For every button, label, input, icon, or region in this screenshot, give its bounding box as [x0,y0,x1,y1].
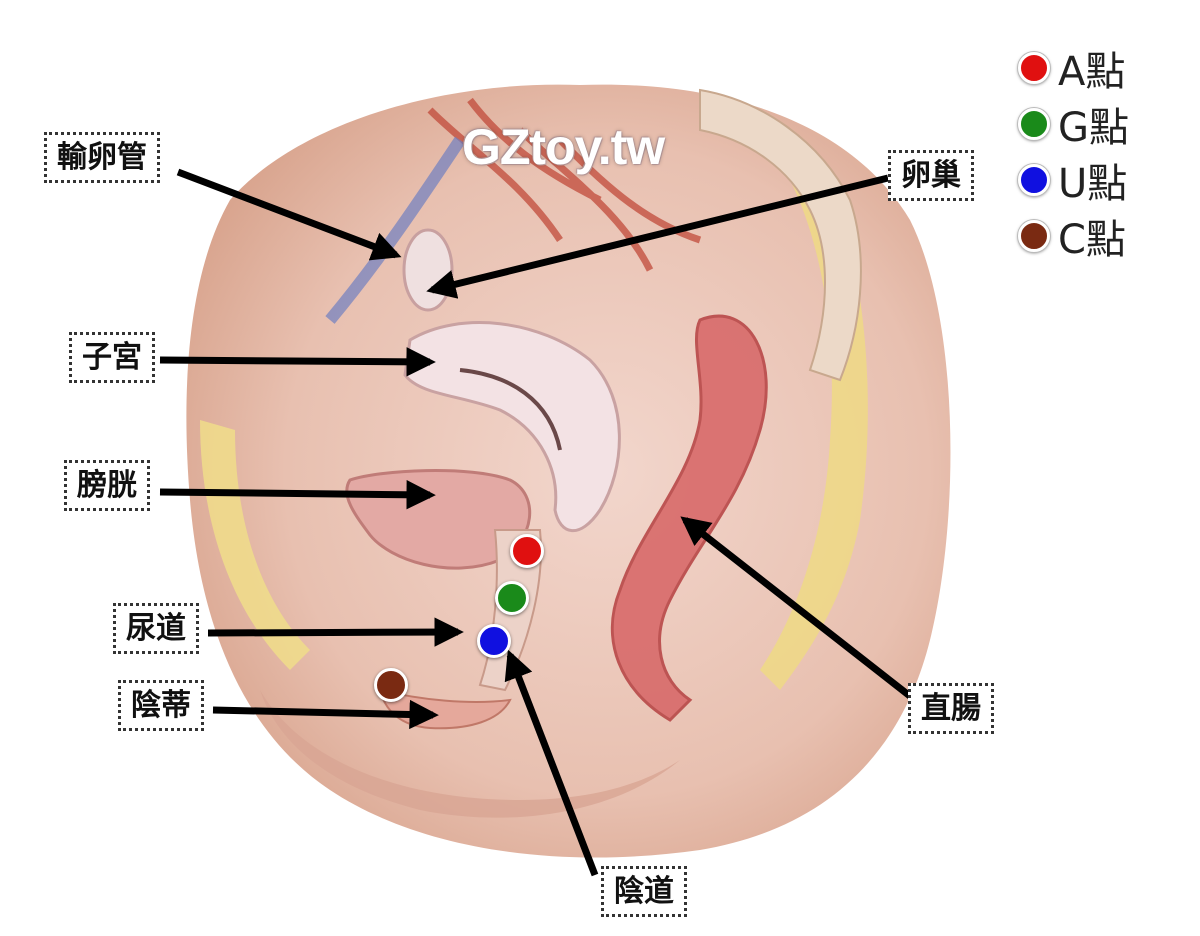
arrow-fallopian-tube [176,168,402,261]
legend-dot-u [1018,164,1050,196]
legend-label-g: G點 [1058,105,1129,151]
arrow-rectum [680,516,918,703]
arrow-bladder [159,480,436,510]
watermark: GZtoy.tw [462,119,665,175]
legend-dot-a [1018,52,1050,84]
label-ovary: 卵巢 [888,150,974,201]
spot-a [510,534,544,568]
arrow-vagina [504,649,599,877]
arrow-clitoris [212,699,439,730]
arrow-urethra [207,617,464,647]
spot-g [495,581,529,615]
legend-label-c: C點 [1058,217,1126,263]
legend-item-g: G點 [1018,96,1129,152]
lower-fold [260,690,680,818]
sacrum [699,88,862,382]
fat-layer-front [200,420,310,670]
legend-label-u: U點 [1058,161,1128,207]
legend: A點 G點 U點 C點 [1018,40,1129,264]
label-uterus: 子宮 [69,332,155,383]
label-fallopian-tube: 輸卵管 [44,132,160,183]
legend-label-a: A點 [1058,49,1126,95]
legend-dot-g [1018,108,1050,140]
label-rectum: 直腸 [908,683,994,734]
spot-u [477,624,511,658]
spot-c [374,668,408,702]
arrow-ovary [426,174,889,299]
legend-item-u: U點 [1018,152,1129,208]
label-clitoris: 陰蒂 [118,680,204,731]
label-bladder: 膀胱 [64,460,150,511]
arrow-uterus [159,347,436,377]
vessels-red [427,97,702,272]
vessels-blue [325,136,465,324]
label-vagina: 陰道 [601,866,687,917]
ovary-shape [402,228,454,312]
legend-item-c: C點 [1018,208,1129,264]
legend-item-a: A點 [1018,40,1129,96]
uterus-shape [403,321,621,533]
legend-dot-c [1018,220,1050,252]
uterus-cavity [459,368,562,451]
label-urethra: 尿道 [113,603,199,654]
